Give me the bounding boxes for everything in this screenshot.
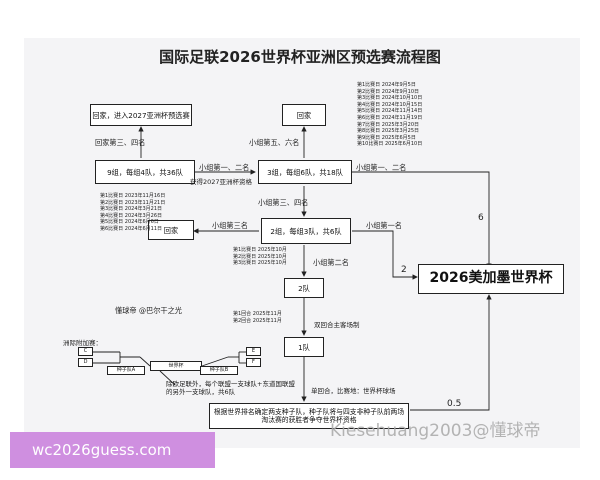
author-watermark: Kiesehuang2003@懂球帝 (330, 421, 541, 441)
arrow-bottom-final (410, 294, 492, 411)
home-box-round1: 回家，进入2027亚洲杯预选赛 (90, 104, 192, 126)
seed-a-box: 种子队A (107, 366, 145, 375)
schedule-round1: 第1比赛日 2023年11月16日第2比赛日 2023年11月21日第3比赛日 … (100, 193, 166, 232)
home-box-round3: 回家 (148, 220, 194, 240)
intercontinental-label: 洲际附加赛： (63, 339, 102, 347)
playoff-world-cup: 世界杯 (150, 361, 202, 371)
label-r2-final: 小组第一、二名 (356, 163, 407, 172)
home-box-round2: 回家 (282, 104, 326, 126)
playoff-team-f: F (246, 358, 261, 367)
label-r2-r3: 小组第三、四名 (258, 198, 309, 207)
schedule-round4: 第1回合 2025年11月第2回合 2025年11月 (233, 311, 282, 324)
label-r1-r2-sub: 获得2027亚洲杯资格 (190, 178, 253, 186)
seeded-playoff-box: 根据世界排名确定两支种子队，种子队将与四支非种子队前两场淘汰赛的获胜者争夺世界杯… (209, 403, 409, 429)
round1-box: 9组，每组4队，共36队 (95, 160, 195, 184)
playoff-team-e: E (246, 347, 261, 356)
playoff-team-d: D (78, 358, 93, 367)
round4-box: 2队 (284, 278, 324, 298)
site-watermark: wc2026guess.com (10, 432, 215, 468)
label-r5-bottom: 单回合，比赛地：世界杯球场 (311, 387, 396, 395)
world-cup-final-box: 2026美加墨世界杯 (418, 264, 564, 294)
label-r2-home: 小组第五、六名 (249, 138, 300, 147)
label-two: 2 (401, 265, 407, 275)
arrow-r3-final (352, 230, 418, 280)
label-r3-final: 小组第一名 (366, 221, 402, 230)
label-r3-home: 小组第三名 (212, 221, 248, 230)
round2-box: 3组，每组6队，共18队 (258, 160, 352, 184)
label-six: 6 (478, 213, 484, 223)
label-r1-r2: 小组第一、二名 (199, 163, 250, 172)
schedule-round3: 第1比赛日 2025年10月第2比赛日 2025年10月第3比赛日 2025年1… (233, 247, 287, 267)
label-r1-home: 回家第三、四名 (95, 138, 146, 147)
playoff-team-c: C (78, 347, 93, 356)
schedule-round2: 第1比赛日 2024年9月5日第2比赛日 2024年9月10日第3比赛日 202… (357, 82, 423, 148)
round5-box: 1队 (284, 337, 324, 357)
arrow-r2-final (352, 171, 492, 269)
seed-b-box: 种子队B (200, 366, 238, 375)
author-credit: 懂球帝 @巴尔干之光 (115, 306, 182, 315)
label-r3-r4: 小组第二名 (313, 258, 349, 267)
playoff-note: 除欧足联外，每个联盟一支球队+东道国联盟的另外一支球队，共6队 (166, 380, 295, 397)
label-half: 0.5 (447, 399, 462, 409)
diagram-title: 国际足联2026世界杯亚洲区预选赛流程图 (159, 48, 441, 66)
label-r4-r5: 双回合主客场制 (314, 321, 360, 329)
round3-box: 2组，每组3队，共6队 (261, 218, 351, 244)
